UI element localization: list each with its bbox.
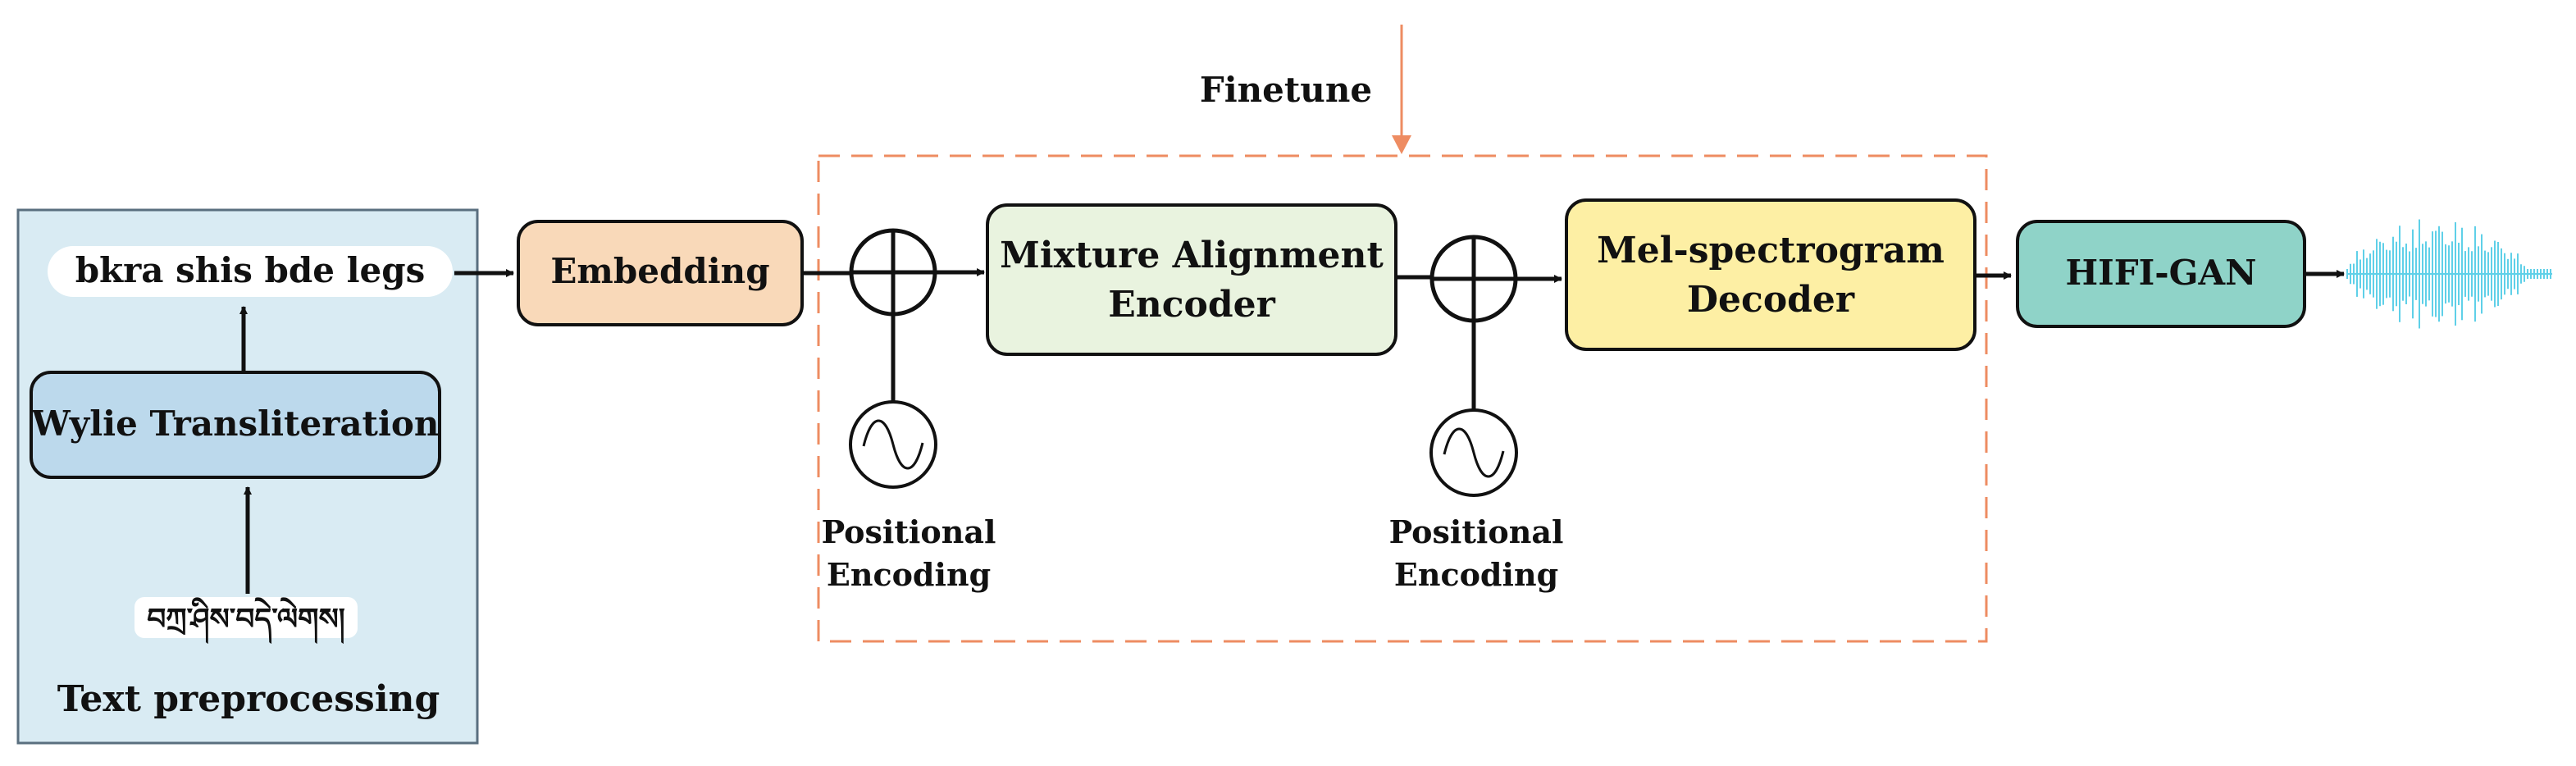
sine-wave-icon [1429,408,1518,497]
wylie-output-text: bkra shis bde legs [75,250,426,290]
embedding-label: Embedding [550,251,769,291]
encoder-label-line2: Encoder [1108,284,1275,326]
text-preprocessing-panel: bkra shis bde legs Wylie Transliteration… [16,208,479,745]
plus-circle-icon [1429,235,1518,323]
wylie-transliteration-box [30,371,441,479]
positional-encoding-2-line1: Positional [1389,513,1564,550]
finetune-region [817,154,1988,643]
waveform-icon [2346,219,2552,329]
decoder-label-line1: Mel-spectrogram [1597,230,1945,271]
finetune-label: Finetune [1200,70,1372,110]
mel-spectrogram-decoder-box [1565,198,1976,351]
mixture-alignment-encoder-box [986,203,1397,356]
wylie-output-pill [48,246,453,297]
hifi-gan-label: HIFI-GAN [2065,253,2256,293]
tibetan-input-pill [134,597,358,638]
wylie-transliteration-label: Wylie Transliteration [31,404,440,444]
finetune-arrowhead [1392,135,1411,154]
encoder-label-line1: Mixture Alignment [1000,235,1384,276]
positional-encoding-2-line2: Encoding [1394,556,1558,593]
text-preprocessing-title: Text preprocessing [57,678,440,720]
sine-wave-icon [849,400,937,489]
plus-circle-icon [849,228,937,317]
positional-encoding-1-line1: Positional [822,513,996,550]
positional-encoding-1-line2: Encoding [827,556,991,593]
decoder-label-line2: Decoder [1687,279,1855,321]
